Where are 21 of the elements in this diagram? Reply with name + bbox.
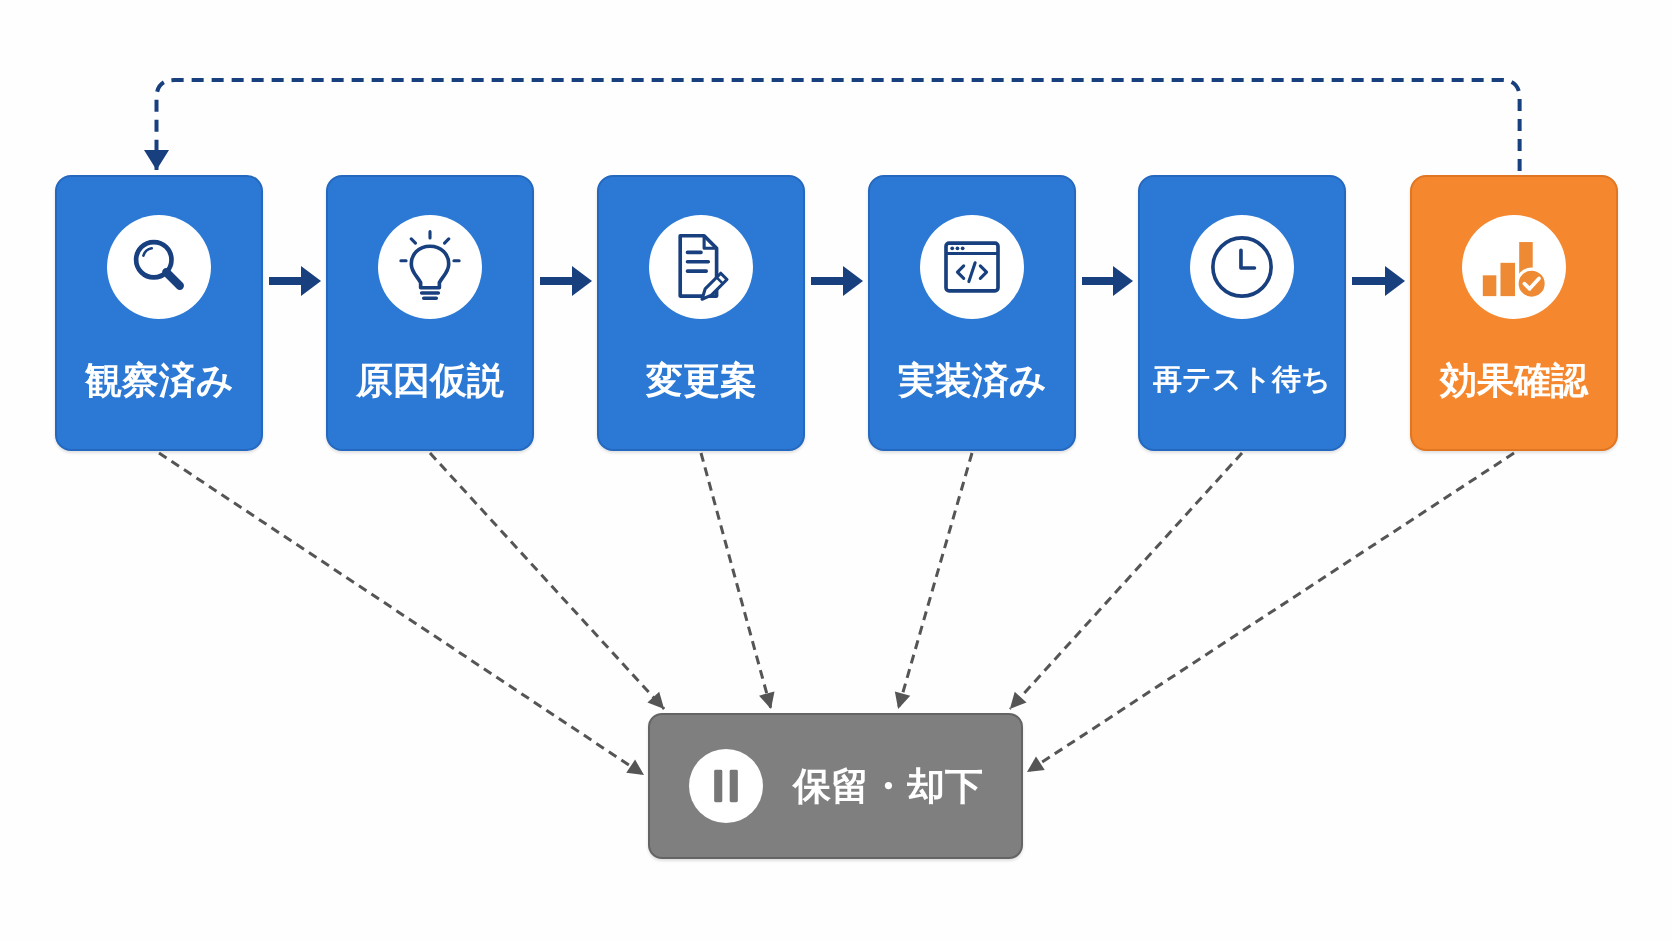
dashed-arrow [144, 78, 1522, 171]
status-label: 保留・却下 [793, 767, 983, 805]
status-box [648, 713, 1023, 859]
dashed-arrow [158, 451, 645, 777]
process-box [1138, 175, 1346, 451]
step-label: 観察済み [84, 361, 234, 399]
dashed-arrow [1026, 451, 1515, 774]
dashed-arrow [894, 452, 974, 710]
process-box [597, 175, 805, 451]
step-label: 再テスト待ち [1153, 365, 1331, 395]
dashed-arrow [699, 452, 775, 710]
dashed-arrow [428, 452, 666, 710]
dashed-arrow [1008, 452, 1244, 710]
process-box [55, 175, 263, 451]
process-box [1410, 175, 1618, 451]
step-label: 効果確認 [1440, 361, 1588, 399]
process-box [326, 175, 534, 451]
step-label: 実装済み [897, 361, 1047, 399]
step-label: 原因仮説 [356, 361, 504, 399]
step-label: 変更案 [645, 361, 757, 399]
process-box [868, 175, 1076, 451]
